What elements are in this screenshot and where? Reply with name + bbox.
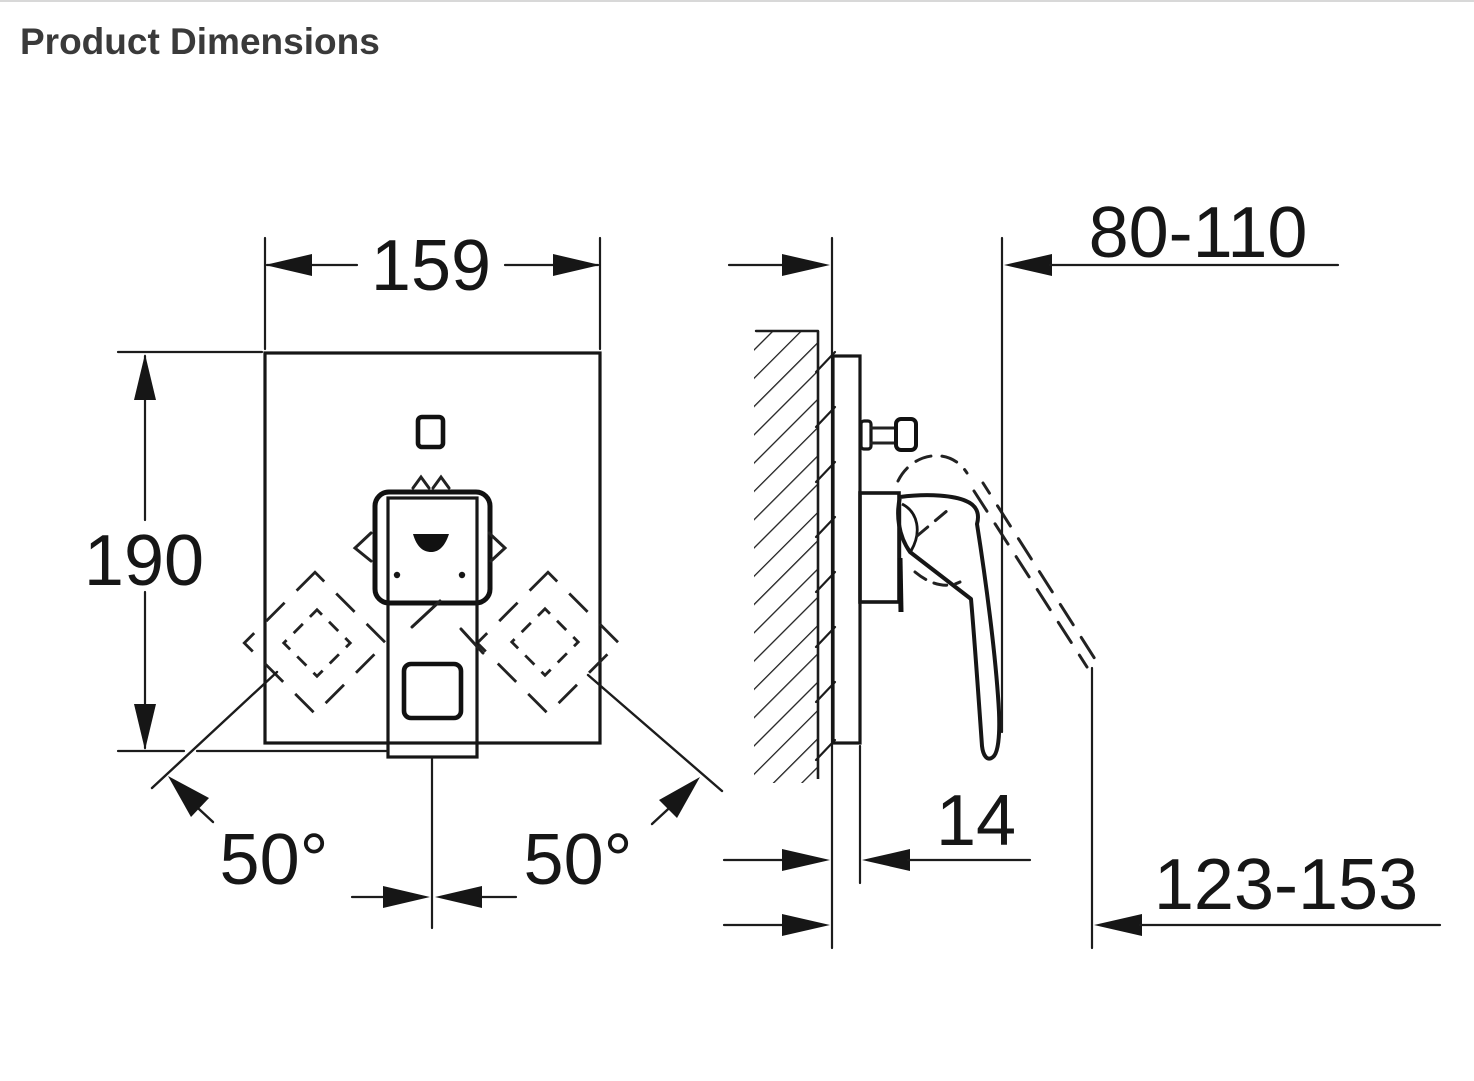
lever-hub-curve xyxy=(901,502,919,552)
diverter-knob-side xyxy=(859,417,918,452)
faceplate-side xyxy=(831,354,862,745)
diverter-button xyxy=(415,414,446,450)
handle-lever xyxy=(386,496,479,759)
ghost-diamond-outer-left xyxy=(242,570,388,716)
label-front-width: 159 xyxy=(371,226,491,306)
ghost-diamond-inner-right xyxy=(509,606,581,678)
valve-body xyxy=(858,491,901,604)
valve-seam-lower xyxy=(897,557,904,613)
side-view: 80-110 14 123-153 xyxy=(722,193,1442,950)
ghost-diamond-inner-left xyxy=(281,607,353,679)
label-total-depth: 123-153 xyxy=(1154,845,1418,925)
dim-installation-depth: 80-110 xyxy=(727,193,1340,276)
label-angle-right: 50° xyxy=(524,820,633,900)
handle-ghost-fragments xyxy=(352,474,508,655)
ghost-diamond-outer-right xyxy=(475,570,621,716)
lever-handle-side xyxy=(896,493,1002,761)
handle-pin-right xyxy=(458,571,466,579)
handle-grip-hole xyxy=(401,661,464,721)
wall-hatch xyxy=(754,331,818,783)
handle-head xyxy=(372,489,493,606)
dim-front-height: 190 xyxy=(84,350,390,753)
dim-front-width: 159 xyxy=(263,226,602,351)
handle-rotation-ghosts xyxy=(242,570,621,716)
front-view: 159 190 xyxy=(84,226,724,930)
label-front-height: 190 xyxy=(84,521,204,601)
label-plate-thickness: 14 xyxy=(936,781,1016,861)
top-border xyxy=(0,0,1474,2)
dim-total-depth: 123-153 xyxy=(722,845,1442,936)
faceplate-front xyxy=(263,351,602,745)
dim-swivel-angles: 50° 50° xyxy=(150,670,724,930)
handle-mouth-slot xyxy=(413,534,449,552)
wall-section xyxy=(754,329,837,783)
page-title: Product Dimensions xyxy=(20,21,380,62)
label-installation-depth: 80-110 xyxy=(1089,193,1308,273)
handle-pin-left xyxy=(393,571,401,579)
label-angle-left: 50° xyxy=(220,820,329,900)
dim-plate-thickness: 14 xyxy=(722,781,1032,871)
